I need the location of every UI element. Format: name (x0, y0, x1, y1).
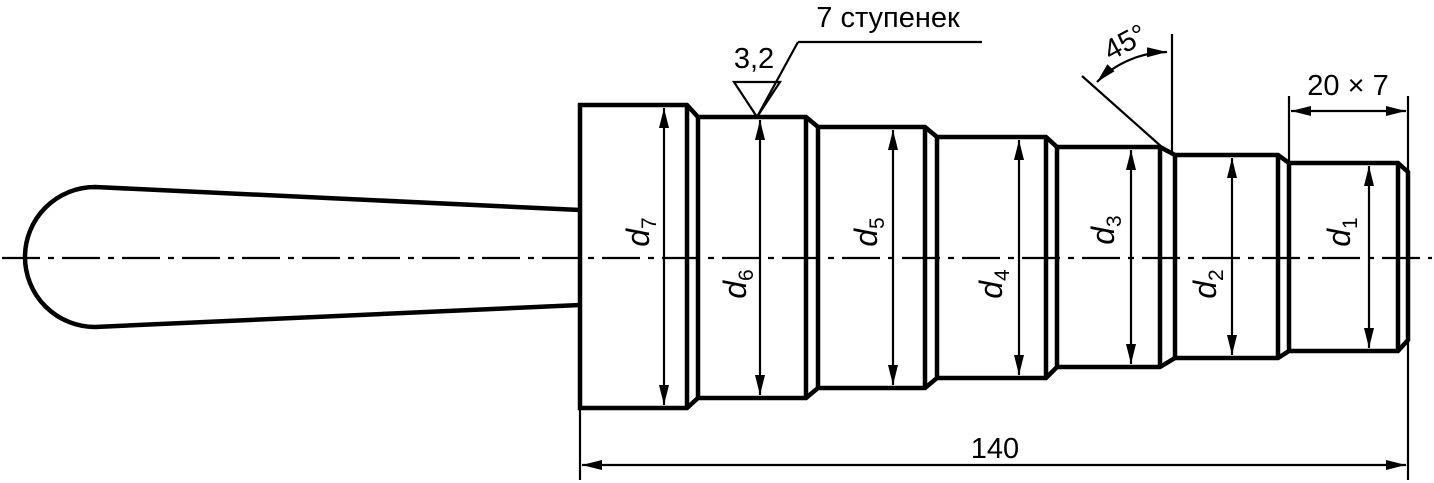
d7-label: d7 (620, 217, 661, 246)
total-length-dimension: 140 (578, 342, 1410, 480)
step-boundaries (684, 105, 1401, 408)
step-length-label: 20 × 7 (1307, 70, 1388, 102)
d5-label: d5 (848, 217, 889, 246)
d1-label: d1 (1321, 217, 1362, 246)
step-length-dimension: 20 × 7 (1287, 70, 1410, 170)
roughness-value: 3,2 (734, 43, 774, 75)
diameter-dimension-lines (659, 108, 1374, 405)
roughness-sign (731, 80, 783, 120)
chamfer-angle-label: 45° (1099, 18, 1153, 67)
roughness-leader (756, 41, 799, 118)
roughness-annotation: 3,2 7 ступенек (731, 2, 982, 120)
chamfer-angle-arc (1096, 47, 1168, 83)
d6-label: d6 (717, 269, 758, 298)
handle-outline (22, 184, 581, 330)
d4-label: d4 (973, 269, 1014, 299)
total-length-label: 140 (971, 433, 1019, 465)
steps-note: 7 ступенек (816, 2, 960, 34)
diameter-labels: d7 d6 d5 d4 d3 d2 d1 (620, 215, 1362, 298)
d3-label: d3 (1085, 215, 1126, 244)
chamfer-extension-line (1081, 75, 1164, 149)
body-outline (577, 102, 1411, 411)
d2-label: d2 (1187, 269, 1228, 298)
chamfer-annotation: 45° (1081, 18, 1174, 155)
